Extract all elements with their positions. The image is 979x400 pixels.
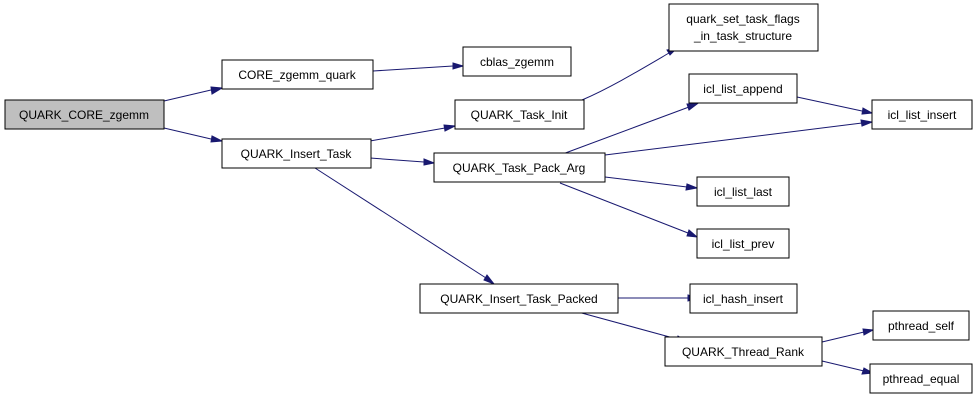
node-label: icl_list_prev <box>712 237 775 251</box>
edge-icl-list-append-to-icl-list-insert <box>796 96 874 115</box>
edge-quark-task-pack-arg-to-icl-list-insert <box>604 119 874 156</box>
nodes: QUARK_CORE_zgemm CORE_zgemm_quark cblas_… <box>4 3 973 394</box>
edge-quark-thread-rank-to-pthread-self <box>821 328 875 343</box>
node-label-line-2: _in_task_structure <box>693 29 792 43</box>
edge-quark-thread-rank-to-pthread-equal <box>821 360 875 375</box>
edge-quark-core-zgemm-to-core-zgemm-quark <box>163 86 224 102</box>
node-quark-task-init[interactable]: QUARK_Task_Init <box>454 99 585 130</box>
node-icl-hash-insert[interactable]: icl_hash_insert <box>689 283 798 314</box>
edge-quark-insert-task-packed-to-icl-hash-insert <box>618 294 700 302</box>
node-quark-thread-rank[interactable]: QUARK_Thread_Rank <box>664 336 823 367</box>
node-icl-list-insert[interactable]: icl_list_insert <box>871 99 973 130</box>
node-label: QUARK_CORE_zgemm <box>19 108 149 122</box>
node-core-zgemm-quark[interactable]: CORE_zgemm_quark <box>221 59 374 90</box>
node-quark-insert-task[interactable]: QUARK_Insert_Task <box>221 138 372 169</box>
node-cblas-zgemm[interactable]: cblas_zgemm <box>462 46 572 77</box>
node-label-line-1: quark_set_task_flags <box>686 12 799 26</box>
node-quark-task-pack-arg[interactable]: QUARK_Task_Pack_Arg <box>433 152 606 183</box>
node-pthread-self[interactable]: pthread_self <box>872 310 970 341</box>
edge-quark-task-pack-arg-to-icl-list-last <box>604 176 699 191</box>
node-quark-core-zgemm[interactable]: QUARK_CORE_zgemm <box>4 99 165 130</box>
edges <box>163 47 875 375</box>
node-label: QUARK_Insert_Task_Packed <box>440 292 597 306</box>
edge-quark-insert-task-to-quark-task-pack-arg <box>369 157 436 166</box>
node-label: icl_hash_insert <box>703 292 784 306</box>
node-label: CORE_zgemm_quark <box>238 68 356 82</box>
node-pthread-equal[interactable]: pthread_equal <box>869 363 973 394</box>
edge-quark-insert-task-to-quark-task-init <box>369 124 457 142</box>
node-icl-list-append[interactable]: icl_list_append <box>688 73 798 104</box>
edge-core-zgemm-quark-to-cblas-zgemm <box>372 62 465 72</box>
edge-quark-task-pack-arg-to-icl-list-prev <box>559 182 699 238</box>
node-icl-list-prev[interactable]: icl_list_prev <box>696 228 790 259</box>
edge-quark-task-pack-arg-to-icl-list-append <box>559 103 699 156</box>
node-label: QUARK_Insert_Task <box>241 147 353 161</box>
node-label: icl_list_last <box>714 185 773 199</box>
node-label: QUARK_Thread_Rank <box>682 345 805 359</box>
node-icl-list-last[interactable]: icl_list_last <box>696 176 790 207</box>
edge-quark-core-zgemm-to-quark-insert-task <box>163 127 224 143</box>
node-label: QUARK_Task_Pack_Arg <box>453 161 586 175</box>
node-quark-set-task-flags-in-task-structure[interactable]: quark_set_task_flags _in_task_structure <box>668 3 819 52</box>
node-label: pthread_self <box>888 319 955 333</box>
node-label: QUARK_Task_Init <box>471 108 568 122</box>
edge-quark-task-init-to-quark-set-task-flags <box>581 47 679 101</box>
node-label: pthread_equal <box>883 372 960 386</box>
node-label: icl_list_append <box>703 82 782 96</box>
node-label: icl_list_insert <box>888 108 957 122</box>
node-label: cblas_zgemm <box>480 55 554 69</box>
edge-quark-insert-task-to-quark-insert-task-packed <box>314 167 496 286</box>
node-quark-insert-task-packed[interactable]: QUARK_Insert_Task_Packed <box>419 283 619 314</box>
